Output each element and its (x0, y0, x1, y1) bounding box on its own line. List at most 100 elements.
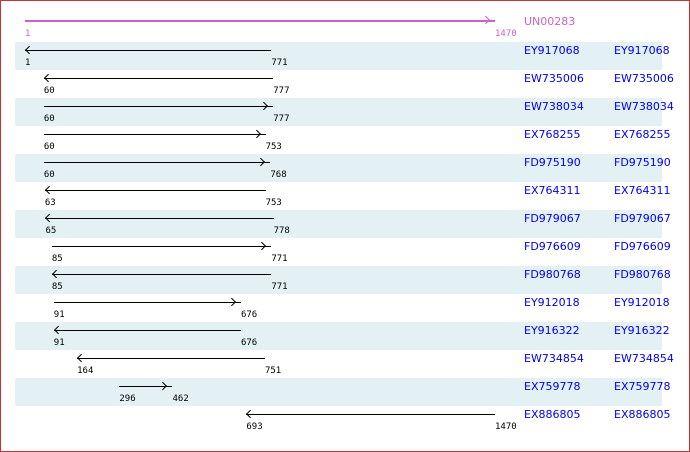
hit-arrow (43, 73, 274, 83)
hit-link[interactable]: FD975190 (524, 156, 581, 169)
arrowhead-icon (44, 185, 54, 195)
hit-link[interactable]: EY917068 (524, 44, 580, 57)
hit-row: 60 777 EW735006 EW735006 (15, 70, 674, 98)
arrowhead-icon (77, 353, 86, 363)
hit-arrow (43, 157, 271, 167)
hit-row: 296 462 EX759778 EX759778 (15, 378, 670, 406)
hit-arrow (43, 129, 266, 139)
hit-row: 63 753 EX764311 EX764311 (15, 182, 670, 210)
arrowhead-icon (227, 297, 236, 307)
hit-link-2[interactable]: EX886805 (614, 408, 671, 421)
hit-link-2[interactable]: EX764311 (614, 184, 671, 197)
hit-row: 1 771 EY917068 EY917068 (15, 42, 670, 70)
hit-start: 164 (77, 366, 94, 376)
hit-end: 778 (273, 226, 290, 236)
hit-start: 60 (43, 170, 55, 180)
hit-arrow (44, 185, 266, 195)
hit-end: 676 (240, 338, 258, 348)
hit-end: 771 (271, 282, 288, 292)
hit-link-2[interactable]: FD975190 (614, 156, 671, 169)
hit-link[interactable]: FD979067 (524, 212, 581, 225)
hit-row: 85 771 FD976609 FD976609 (15, 238, 671, 266)
hit-start: 60 (43, 142, 55, 152)
hit-row: 164 751 EW734854 EW734854 (15, 350, 674, 378)
hit-start: 296 (119, 394, 136, 404)
arrowhead-icon (45, 213, 54, 223)
hit-row: 60 753 EX768255 EX768255 (15, 126, 670, 154)
hit-arrow (51, 269, 272, 279)
hit-start: 63 (44, 198, 56, 208)
hit-end: 753 (265, 198, 282, 208)
hit-link[interactable]: EW734854 (524, 352, 584, 365)
hit-link[interactable]: EX759778 (524, 380, 581, 393)
hit-start: 91 (53, 338, 65, 348)
hit-start: 65 (45, 226, 57, 236)
hit-arrow (45, 213, 274, 223)
query-start: 1 (25, 29, 31, 39)
hit-arrow (246, 409, 495, 419)
arrowhead-icon (252, 129, 261, 139)
hit-link[interactable]: FD980768 (524, 268, 581, 281)
hit-link-2[interactable]: FD976609 (614, 240, 671, 253)
hit-arrow (43, 101, 274, 111)
hit-end: 462 (172, 394, 189, 404)
hit-start: 693 (246, 422, 263, 432)
hit-row: 91 676 EY912018 EY912018 (15, 294, 670, 322)
query-bar (25, 15, 495, 25)
arrowhead-icon (257, 241, 267, 251)
hit-link[interactable]: EW735006 (524, 72, 584, 85)
hit-row: 91 676 EY916322 EY916322 (15, 322, 670, 350)
arrowhead-icon (259, 101, 269, 111)
hit-end: 771 (271, 254, 288, 264)
hit-start: 91 (53, 310, 65, 320)
arrowhead-icon (256, 157, 266, 167)
hit-link[interactable]: EX886805 (524, 408, 581, 421)
hit-end: 777 (273, 86, 290, 96)
query-end: 1470 (495, 29, 517, 39)
hit-end: 768 (270, 170, 287, 180)
hit-link-2[interactable]: EY917068 (614, 44, 670, 57)
hit-arrow (51, 241, 272, 251)
hit-row: 85 771 FD980768 FD980768 (15, 266, 671, 294)
hit-link-2[interactable]: EY916322 (614, 324, 670, 337)
hit-arrow (77, 353, 265, 363)
hit-row: 65 778 FD979067 FD979067 (15, 210, 671, 238)
hit-start: 85 (51, 282, 63, 292)
hit-row: 60 777 EW738034 EW738034 (15, 98, 674, 126)
arrowhead-icon (51, 269, 61, 279)
hit-link-2[interactable]: FD979067 (614, 212, 671, 225)
hit-end: 676 (240, 310, 258, 320)
arrowhead-icon (43, 73, 53, 83)
hit-link-2[interactable]: EX768255 (614, 128, 671, 141)
hit-link[interactable]: FD976609 (524, 240, 581, 253)
hit-end: 751 (264, 366, 282, 376)
hit-link-2[interactable]: EW734854 (614, 352, 674, 365)
query-row: 1 1470 UN00283 (0, 12, 690, 40)
hit-arrow (53, 297, 241, 307)
hit-link[interactable]: EX764311 (524, 184, 581, 197)
hit-arrow (25, 45, 272, 55)
hit-row: 60 768 FD975190 FD975190 (15, 154, 671, 182)
hit-link-2[interactable]: EW738034 (614, 100, 674, 113)
hit-link[interactable]: EY912018 (524, 296, 580, 309)
hit-start: 60 (43, 114, 55, 124)
hit-start: 60 (43, 86, 55, 96)
hit-start: 1 (25, 58, 31, 68)
hit-end: 1470 (495, 422, 517, 432)
query-name: UN00283 (524, 15, 576, 28)
hit-link[interactable]: EY916322 (524, 324, 580, 337)
hit-link-2[interactable]: FD980768 (614, 268, 671, 281)
hit-row: 693 1470 EX886805 EX886805 (15, 406, 670, 434)
arrowhead-icon (25, 45, 34, 55)
hit-link[interactable]: EW738034 (524, 100, 584, 113)
hit-link-2[interactable]: EY912018 (614, 296, 670, 309)
hit-start: 85 (51, 254, 63, 264)
arrowhead-icon (158, 381, 168, 391)
hit-arrow (53, 325, 241, 335)
hit-link[interactable]: EX768255 (524, 128, 581, 141)
hit-arrow (119, 381, 173, 391)
hit-link-2[interactable]: EX759778 (614, 380, 671, 393)
hit-end: 753 (265, 142, 282, 152)
hit-end: 771 (271, 58, 288, 68)
hit-link-2[interactable]: EW735006 (614, 72, 674, 85)
